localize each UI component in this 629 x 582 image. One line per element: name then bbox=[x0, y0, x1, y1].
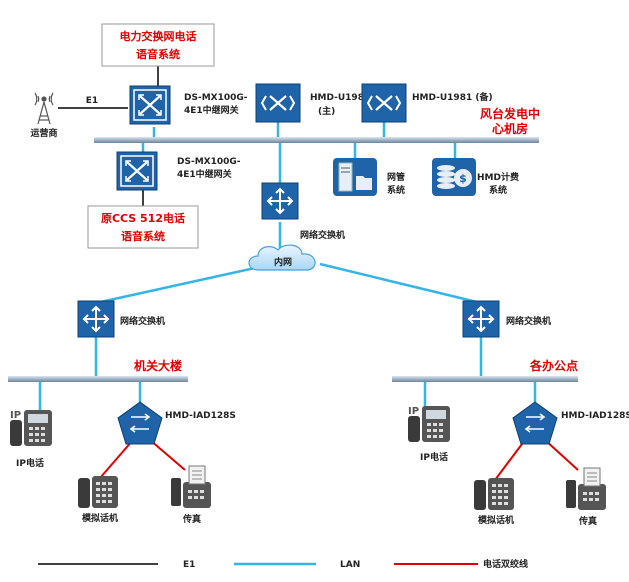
billing-line1: HMD计费 bbox=[477, 171, 519, 183]
e1-link-label: E1 bbox=[86, 96, 98, 106]
switch-icon bbox=[77, 300, 115, 338]
left-bus bbox=[8, 376, 188, 382]
switch-icon bbox=[462, 300, 500, 338]
switch-icon bbox=[261, 182, 299, 220]
gateway-top-line2: 4E1中继网关 bbox=[184, 104, 239, 116]
fax-icon bbox=[171, 465, 211, 508]
right-building-label: 各办公点 bbox=[529, 358, 578, 373]
phone-lines bbox=[99, 439, 579, 481]
server-icon bbox=[333, 158, 377, 196]
ccs-line2: 语音系统 bbox=[121, 229, 165, 243]
billing-line2: 系统 bbox=[489, 184, 507, 196]
site-line2: 心机房 bbox=[492, 121, 528, 136]
right-bus bbox=[392, 376, 578, 382]
site-line1: 风台发电中 bbox=[480, 106, 540, 121]
left-building-label: 机关大楼 bbox=[134, 358, 182, 373]
lan-lines bbox=[38, 122, 537, 410]
legend-e1-label: E1 bbox=[183, 560, 195, 570]
core-bus bbox=[94, 137, 539, 143]
hmd-main-line1: HMD-U1981 bbox=[310, 93, 370, 103]
billing-icon: $ bbox=[432, 158, 476, 196]
pbx-icon bbox=[361, 83, 407, 123]
ccs-line1: 原CCS 512电话 bbox=[101, 211, 185, 225]
right-ip-phone-label: IP电话 bbox=[420, 451, 448, 463]
right-switch-label: 网络交换机 bbox=[506, 315, 551, 327]
right-iad-label: HMD-IAD128S bbox=[561, 411, 629, 421]
power-exchange-line1: 电力交换网电话 bbox=[120, 29, 197, 43]
analog-phone-icon bbox=[474, 478, 514, 510]
power-exchange-line2: 语音系统 bbox=[136, 47, 180, 61]
right-analog-label: 模拟话机 bbox=[478, 514, 514, 526]
gateway-icon bbox=[129, 85, 171, 125]
intranet-label: 内网 bbox=[274, 256, 292, 268]
iad-icon bbox=[117, 401, 163, 445]
nms-line2: 系统 bbox=[387, 184, 405, 196]
gateway-mid-line1: DS-MX100G- bbox=[177, 157, 241, 167]
iad-icon bbox=[512, 401, 558, 445]
fax-icon bbox=[566, 467, 606, 510]
left-iad-label: HMD-IAD128S bbox=[165, 411, 236, 421]
gateway-mid-line2: 4E1中继网关 bbox=[177, 168, 232, 180]
left-analog-label: 模拟话机 bbox=[82, 512, 118, 524]
carrier-label: 运营商 bbox=[30, 127, 57, 139]
ccs-box bbox=[87, 205, 199, 249]
svg-text:IP: IP bbox=[10, 410, 21, 421]
gateway-icon bbox=[116, 151, 158, 191]
left-switch-label: 网络交换机 bbox=[120, 315, 165, 327]
hmd-main-line2: (主) bbox=[318, 105, 335, 117]
legend: E1 LAN 电话双绞线 bbox=[38, 558, 528, 570]
legend-lan-label: LAN bbox=[340, 560, 360, 570]
svg-text:$: $ bbox=[459, 172, 467, 185]
right-fax-label: 传真 bbox=[578, 515, 597, 527]
svg-text:IP: IP bbox=[408, 406, 419, 417]
legend-twisted-label: 电话双绞线 bbox=[483, 558, 528, 570]
hmd-backup-label: HMD-U1981 (备) bbox=[412, 91, 493, 103]
power-exchange-box bbox=[101, 23, 215, 67]
cloud-icon bbox=[248, 244, 316, 271]
gateway-top-line1: DS-MX100G- bbox=[184, 93, 248, 103]
core-switch-label: 网络交换机 bbox=[300, 229, 345, 241]
ip-phone-icon: IP bbox=[408, 406, 450, 442]
left-ip-phone-label: IP电话 bbox=[16, 457, 44, 469]
tower-icon bbox=[34, 92, 54, 125]
analog-phone-icon bbox=[78, 476, 118, 508]
pbx-icon bbox=[255, 83, 301, 123]
left-fax-label: 传真 bbox=[182, 513, 201, 525]
ip-phone-icon: IP bbox=[10, 410, 52, 446]
nms-line1: 网管 bbox=[387, 171, 405, 183]
